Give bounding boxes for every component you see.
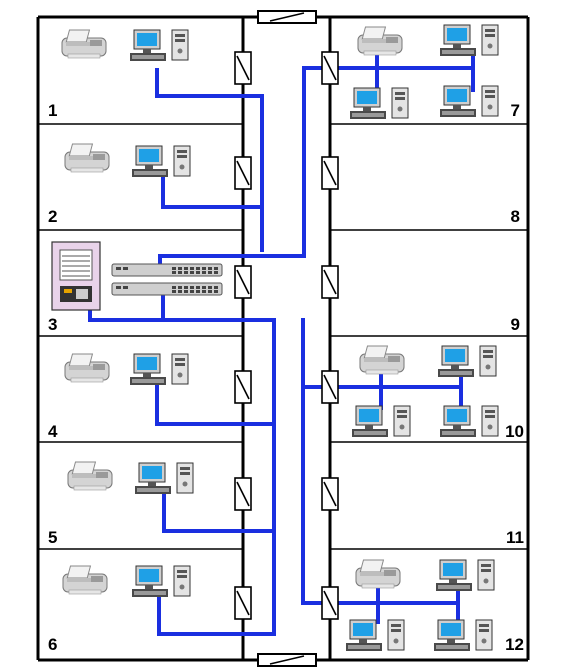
room-number-6: 6 [48, 635, 57, 654]
workstation-icon [439, 24, 499, 57]
printer-icon [62, 565, 108, 595]
workstation-icon [129, 353, 189, 386]
network-cabling [88, 53, 475, 636]
workstation-icon [134, 462, 194, 495]
room-number-2: 2 [48, 207, 57, 226]
workstation-icon [439, 85, 499, 118]
workstation-icon [435, 559, 495, 592]
workstation-icon [349, 87, 409, 120]
room-number-9: 9 [511, 315, 520, 334]
server-rack-icon [51, 241, 101, 311]
room-number-1: 1 [48, 101, 57, 120]
workstation-icon [345, 619, 405, 652]
door-icon [321, 51, 339, 85]
workstation-icon [439, 405, 499, 438]
door-icon [321, 370, 339, 404]
printer-icon [357, 26, 403, 56]
workstation-icon [131, 565, 191, 598]
door-icon [321, 477, 339, 511]
workstation-icon [437, 345, 497, 378]
room-doors [234, 51, 339, 620]
printer-icon [359, 345, 405, 375]
door-icon [257, 10, 317, 24]
door-icon [321, 586, 339, 620]
printer-icon [61, 29, 107, 59]
room-number-5: 5 [48, 528, 57, 547]
room-number-7: 7 [511, 101, 520, 120]
door-icon [257, 653, 317, 667]
network-switch-icon [111, 282, 223, 296]
door-icon [234, 156, 252, 190]
workstation-icon [351, 405, 411, 438]
equipment [51, 24, 499, 652]
workstation-icon [131, 145, 191, 178]
room-labels: 1 2 3 4 5 6 7 8 9 10 11 12 [48, 101, 524, 654]
network-switch-icon [111, 263, 223, 277]
printer-icon [67, 461, 113, 491]
door-icon [234, 265, 252, 299]
door-icon [321, 265, 339, 299]
room-number-4: 4 [48, 422, 58, 441]
room-number-11: 11 [506, 528, 524, 547]
room-number-12: 12 [505, 635, 524, 654]
printer-icon [355, 559, 401, 589]
room-number-10: 10 [505, 422, 524, 441]
room-number-3: 3 [48, 315, 57, 334]
door-icon [234, 586, 252, 620]
printer-icon [64, 353, 110, 383]
room-number-8: 8 [511, 207, 520, 226]
room-dividers [38, 123, 528, 550]
workstation-icon [129, 29, 189, 62]
door-icon [234, 477, 252, 511]
printer-icon [64, 143, 110, 173]
door-icon [234, 370, 252, 404]
workstation-icon [433, 619, 493, 652]
door-icon [234, 51, 252, 85]
door-icon [321, 156, 339, 190]
